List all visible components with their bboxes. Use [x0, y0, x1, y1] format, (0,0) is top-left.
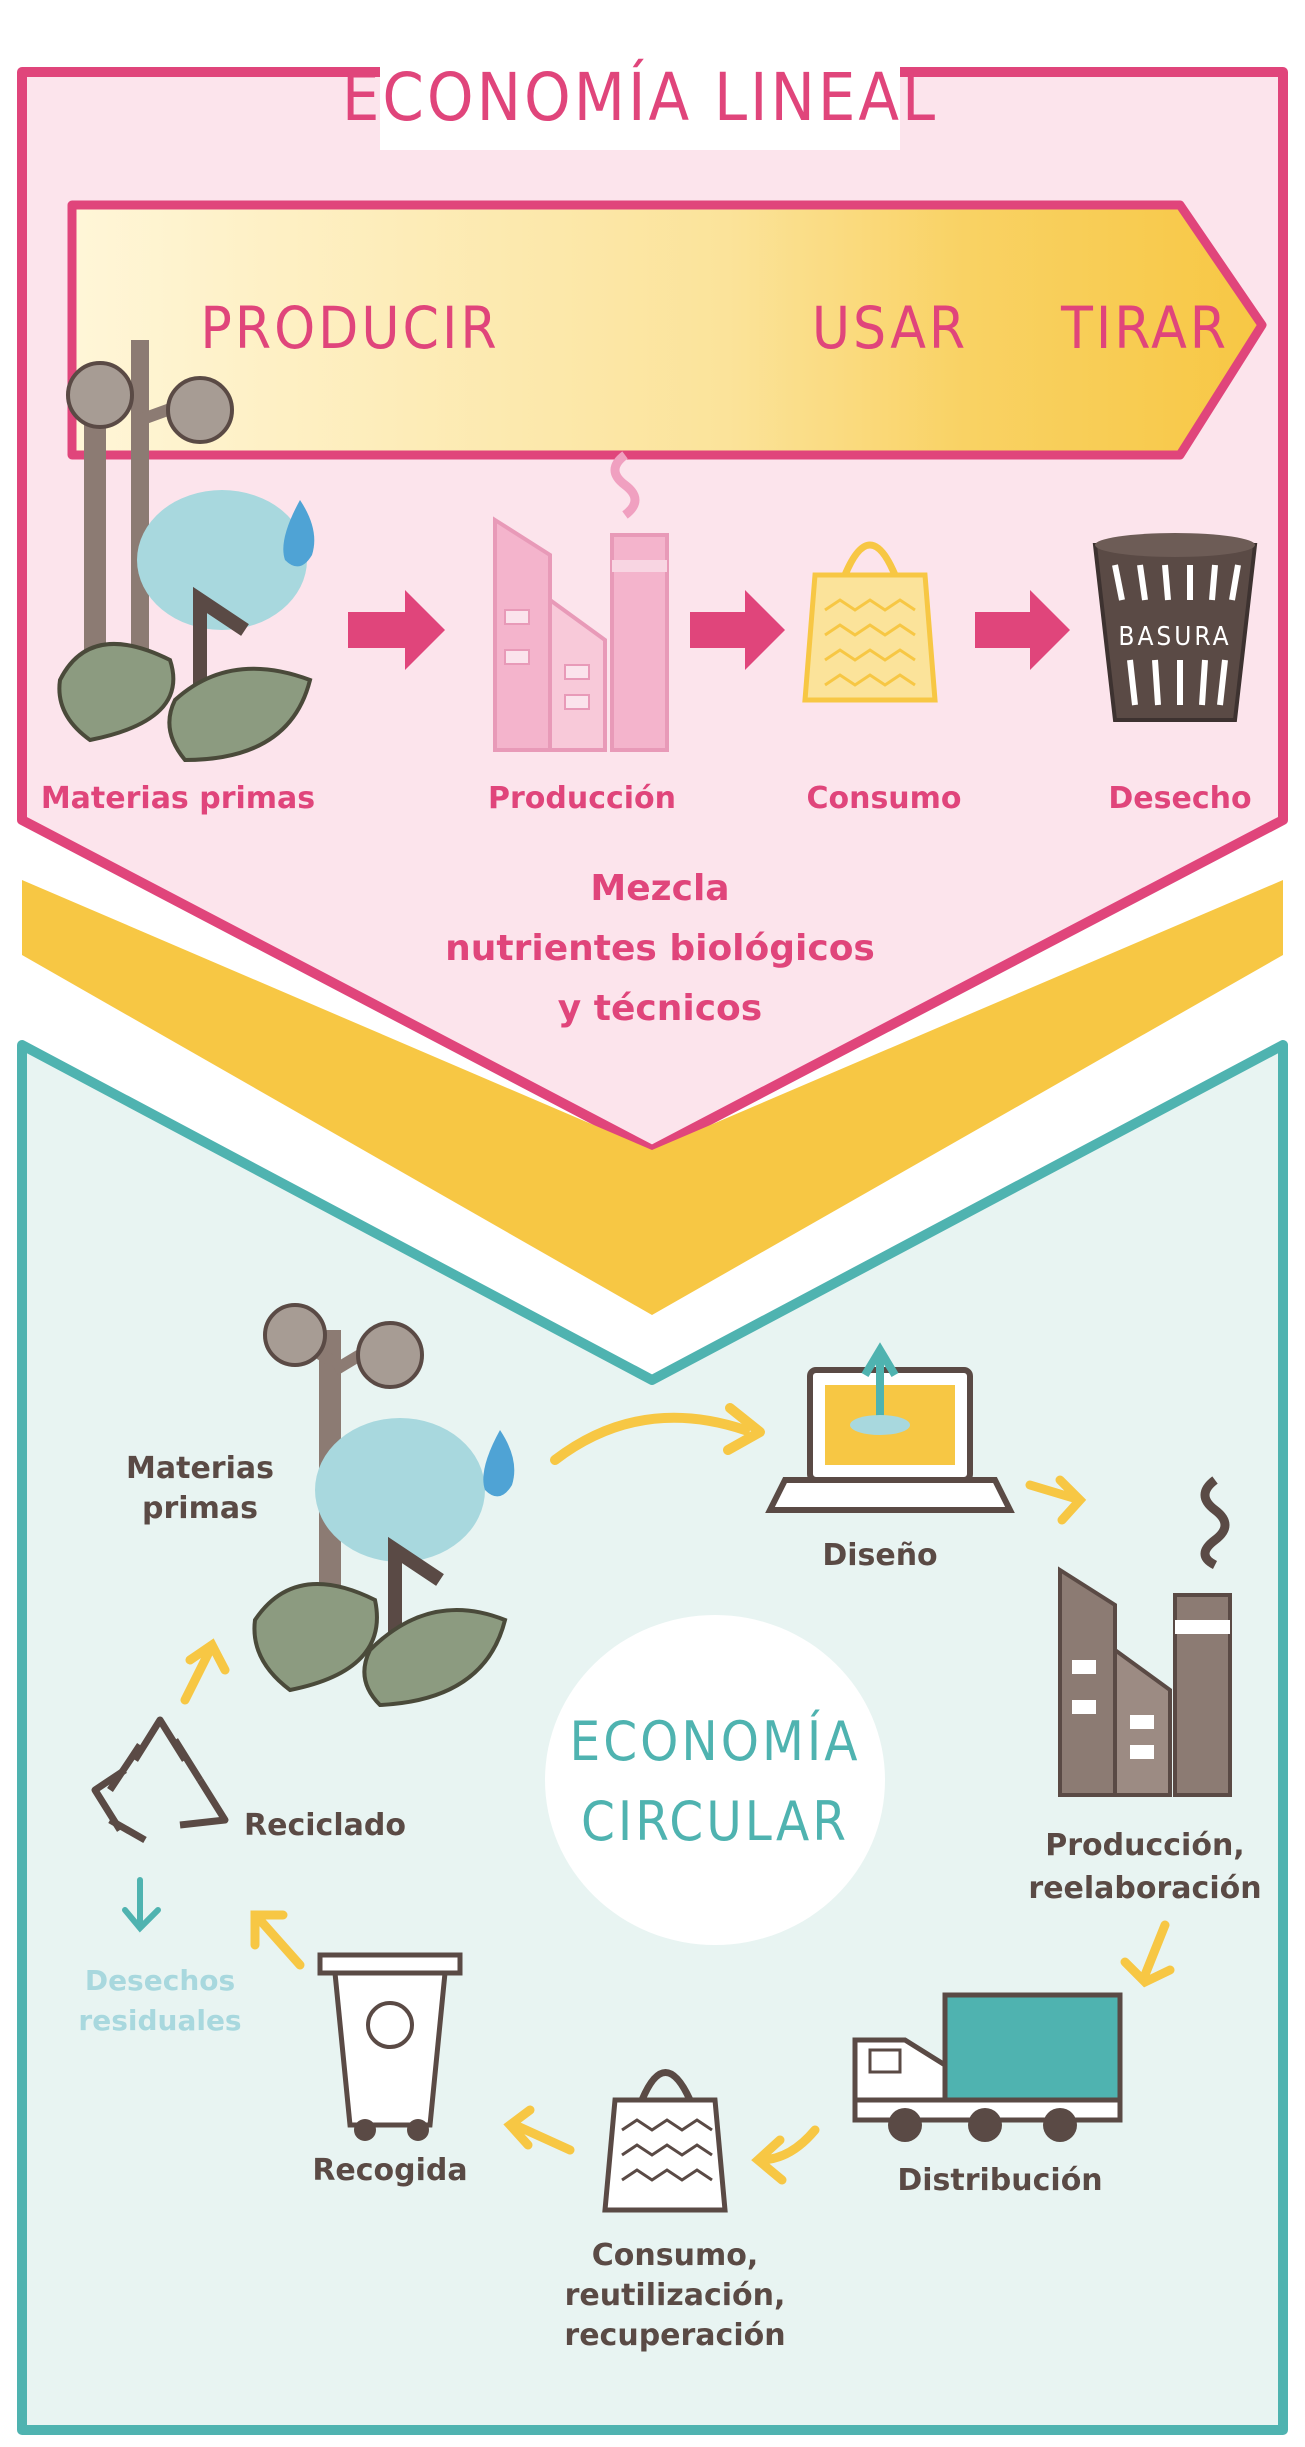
- factory-circular-icon: [1058, 1476, 1232, 1797]
- mix-note-line-2: nutrientes biológicos: [445, 928, 875, 969]
- laptop-icon: [765, 1342, 1015, 1513]
- label-recogida: Recogida: [312, 2153, 467, 2188]
- circ-consumption-line-1: Consumo,: [592, 2238, 758, 2273]
- label-distribucion: Distribución: [897, 2163, 1102, 2198]
- factory-icon: [493, 451, 669, 752]
- label-diseno: Diseño: [822, 1538, 937, 1573]
- linear-title-box: [380, 40, 900, 150]
- trash-can-text: BASURA: [1118, 622, 1231, 652]
- recycling-bin-icon: [317, 1952, 463, 2141]
- mix-note-line-3: y técnicos: [558, 988, 762, 1029]
- circ-consumption-line-2: reutilización,: [565, 2278, 786, 2313]
- label-desecho: Desecho: [1108, 781, 1251, 816]
- circular-title-line-1: ECONOMÍA: [570, 1710, 861, 1773]
- banner-tirar: TIRAR: [1060, 294, 1229, 362]
- circ-materias-line-2: primas: [142, 1491, 258, 1526]
- yellow-chevron: [22, 880, 1283, 1315]
- circular-title-line-2: CIRCULAR: [581, 1790, 849, 1853]
- linear-title: ECONOMÍA LINEAL: [342, 58, 938, 136]
- banner-usar: USAR: [812, 294, 968, 362]
- arrow-to-distribution-icon: [1120, 1920, 1175, 1988]
- circ-consumption-line-3: recuperación: [564, 2318, 785, 2353]
- recycle-icon: [91, 1716, 229, 1844]
- arrow-to-collection-icon: [503, 2105, 575, 2155]
- trash-can-icon: BASURA: [1092, 533, 1258, 722]
- circ-waste-line-2: residuales: [78, 2004, 241, 2037]
- circular-title-bubble: [545, 1615, 885, 1945]
- label-materias-primas: Materias primas: [41, 781, 315, 816]
- circ-materias-line-1: Materias: [126, 1451, 274, 1486]
- label-consumo: Consumo: [806, 781, 961, 816]
- arrow-2-icon: [690, 590, 785, 670]
- arrow-to-recycling-icon: [250, 1910, 305, 1970]
- arrow-to-waste-icon: [122, 1877, 161, 1933]
- arrow-to-raw-materials-icon: [180, 1638, 230, 1705]
- label-produccion: Producción: [488, 781, 676, 816]
- arrow-to-consumption-icon: [751, 2125, 820, 2185]
- arrow-3-icon: [975, 590, 1070, 670]
- mix-note-line-1: Mezcla: [590, 868, 729, 909]
- circ-production-line-1: Producción,: [1045, 1828, 1244, 1863]
- banner-producir: PRODUCIR: [200, 294, 499, 362]
- arrow-1-icon: [348, 590, 445, 670]
- arrow-to-production-icon: [1025, 1475, 1087, 1525]
- circ-waste-line-1: Desechos: [85, 1964, 235, 1997]
- label-reciclado: Reciclado: [244, 1808, 406, 1843]
- shopping-bag-circular-icon: [602, 2069, 728, 2213]
- circ-production-line-2: reelaboración: [1028, 1871, 1261, 1906]
- arrow-to-design-icon: [550, 1412, 750, 1465]
- truck-icon: [852, 1992, 1123, 2142]
- tree-circular-icon: [252, 1303, 515, 1708]
- tree-icon: [57, 340, 315, 763]
- shopping-bag-icon: [802, 541, 938, 703]
